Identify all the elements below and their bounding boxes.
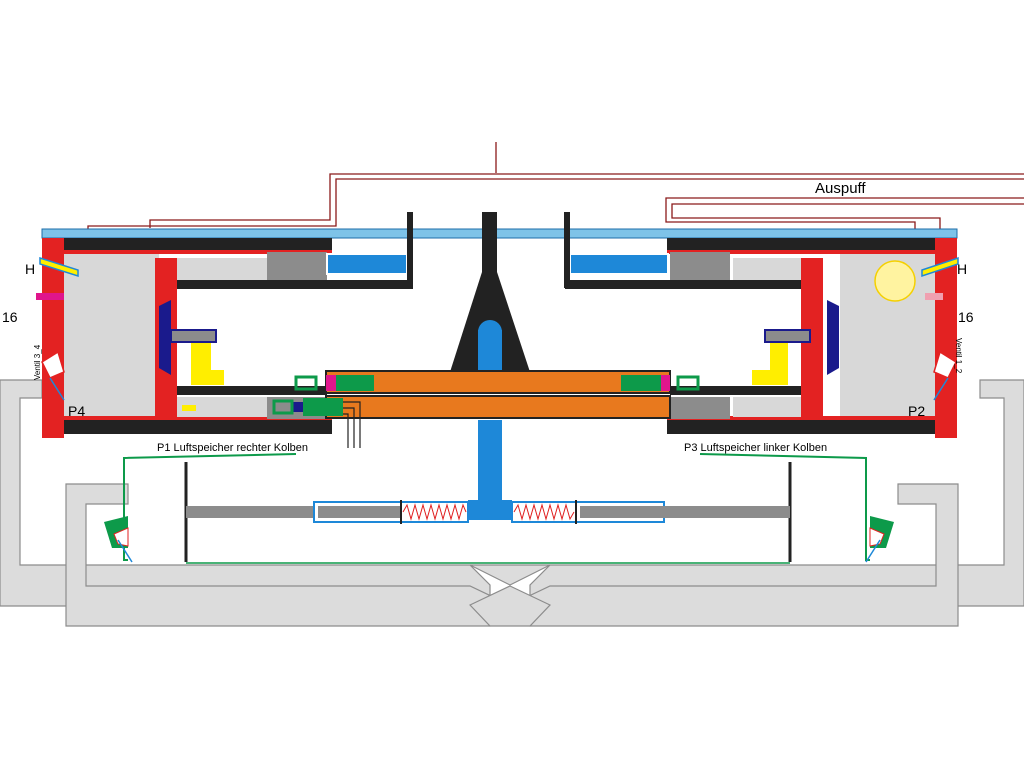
left-yellow-lever [191,335,224,385]
right-outer-wall [935,238,957,438]
left-heater-element [39,256,79,278]
exhaust-right-outer [665,197,1024,230]
pressure-left-label: P4 [68,403,85,419]
bottom-right-valve [865,516,894,563]
right-top-wall [667,238,957,250]
right-bottom-wall [667,420,957,434]
left-navy-seal [159,300,171,375]
valve-left-label: Ventil 3_4 [33,344,42,380]
left-valve [41,350,65,379]
pressure-right-label: P2 [908,403,925,419]
store-right-label: P3 Luftspeicher linker Kolben [684,442,827,454]
channel-left-inner [65,483,512,627]
right-top-piston [569,253,669,275]
spring-left [402,503,467,521]
left-top-wall [42,238,332,250]
right-cylinder [565,238,959,438]
right-block-top [670,252,730,280]
valve-right-label: Ventil 1_2 [954,338,963,374]
piston-bar-upper [325,370,671,394]
piston-bar [272,370,700,448]
left-top-piston [326,253,408,275]
exhaust-left-outer [149,173,1024,228]
green-block-left-lower [303,398,343,416]
left-chamber [64,250,159,420]
right-rod [664,506,790,518]
right-yellow-lever [752,335,788,385]
heater-left-label: H [25,261,35,277]
central-column [450,212,530,372]
bottom-left-valve [104,516,133,563]
central-rod-foot [468,500,512,520]
left-magenta-indicator [36,293,64,300]
left-block-top [267,252,327,280]
right-piston-head [801,258,823,418]
num-left-label: 16 [2,309,18,325]
manifold-bar [41,228,958,239]
air-channels [0,379,1024,627]
store-left-line [123,453,297,561]
exhaust-left-inner [87,178,1024,230]
left-outer-wall [42,238,64,438]
piston-bar-lower [325,395,671,419]
spring-right [513,503,575,521]
channel-crossing [468,564,552,627]
central-rod [478,420,502,500]
right-magenta-indicator [925,293,943,300]
right-heater-element [921,256,959,278]
channel-right-inner [508,483,959,627]
exhaust-pipes [87,142,1024,230]
right-block-bottom [670,397,730,419]
left-bottom-wall [42,420,332,434]
green-block-right-upper [621,375,661,391]
right-valve [933,350,957,379]
green-block-left-upper [336,375,374,391]
store-left-label: P1 Luftspeicher rechter Kolben [157,442,308,454]
left-cylinder [36,238,413,438]
heater-right-label: H [957,261,967,277]
right-sun-icon [874,260,916,302]
exhaust-label: Auspuff [815,180,866,197]
exhaust-right-inner [671,203,1024,230]
num-right-label: 16 [958,309,974,325]
right-navy-seal [827,300,839,375]
bottom-cylinder [184,462,792,562]
left-rod [186,506,314,518]
